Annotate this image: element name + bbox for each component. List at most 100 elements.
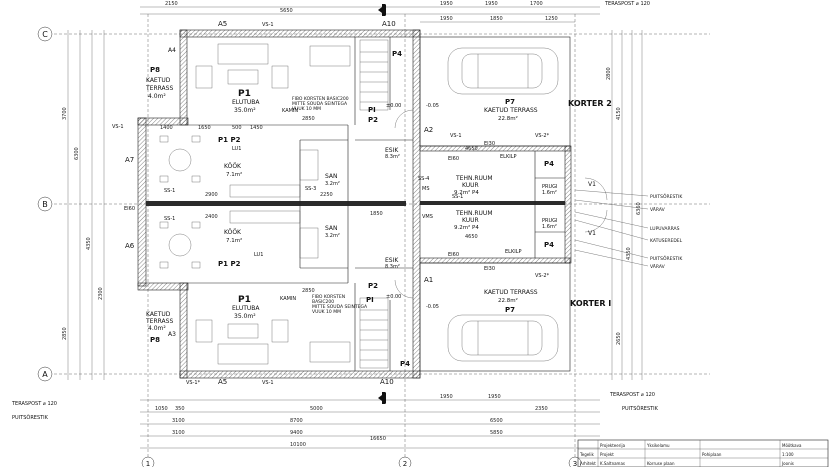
dimensions-left: 3700 6300 4350 2300 2850 xyxy=(62,30,105,380)
note-puitsorestik-mid: PUITSÕRESTIK xyxy=(650,255,683,262)
room-san-top-area: 3.2m² xyxy=(325,181,340,187)
room-elutuba-top-area: 35.0m² xyxy=(234,107,256,114)
room-p7-bot: P7 xyxy=(505,306,515,314)
tag-a5-top: A5 xyxy=(218,20,227,28)
room-kaetud-bl: KAETUD xyxy=(146,311,171,318)
tag-vs1s: VS-1* xyxy=(186,380,201,386)
tag-ms: MS xyxy=(422,186,430,192)
room-esik-bot: ESIK xyxy=(385,257,399,264)
note-fibo-bot-2: BASIC200 xyxy=(312,299,334,305)
dim-10100: 10100 xyxy=(290,442,306,448)
korter-2: KORTER 2 xyxy=(568,99,612,108)
tb-n1: K.Saltnamas xyxy=(600,461,625,466)
dimensions-right: 2800 4150 4350 6360 2650 xyxy=(606,30,643,380)
tag-pi-bot: PI xyxy=(366,296,374,304)
grid-axes xyxy=(54,14,710,460)
room-p1p2-top: P1 P2 xyxy=(218,136,241,144)
room-elutuba-top: ELUTUBA xyxy=(232,99,260,106)
room-kook-bot: KÖÖK xyxy=(224,229,242,236)
room-p8-bot: P8 xyxy=(150,336,160,344)
dim-3100: 3100 xyxy=(172,418,185,424)
dim-right-3: 4350 xyxy=(626,247,632,260)
dim-bot-2: 1650 xyxy=(198,125,211,131)
note-fibo-bot-4: VUUK 10 MM xyxy=(312,309,341,315)
room-san-bot: SAN xyxy=(325,225,338,232)
notes: FIBO KORSTEN BASIC200 MITTE SOUDA SEINTE… xyxy=(11,1,683,421)
dim-left-5: 2850 xyxy=(62,327,68,340)
room-kaetud-tl: KAETUD xyxy=(146,77,171,84)
tag-vs2-top: VS-2* xyxy=(535,133,550,139)
dim-2900: 2900 xyxy=(205,192,218,198)
note-puitsorestik-l: PUITSÕRESTIK xyxy=(12,414,49,421)
room-p4a: P4 xyxy=(544,160,554,168)
tag-ss4: SS-4 xyxy=(418,176,429,182)
note-puitsorestik-r: PUITSÕRESTIK xyxy=(650,193,683,200)
dim-bot-6: 1950 xyxy=(488,394,501,400)
tag-m005-bot: -0.05 xyxy=(426,304,439,310)
note-varav-1: VÄRAV xyxy=(650,206,666,213)
tag-lu1-top: LU1 xyxy=(232,146,241,152)
room-labels: P8 KAETUD TERRASS 4.0m² P1 ELUTUBA 35.0m… xyxy=(145,50,612,368)
tag-p2-top: P2 xyxy=(368,116,378,124)
tag-kamin-top: KAMIN xyxy=(282,108,298,114)
room-san-top: SAN xyxy=(325,173,338,180)
room-p7-top: P7 xyxy=(505,98,515,106)
room-terrass-bl: TERRASS xyxy=(145,318,173,325)
tag-m005-top: -0.05 xyxy=(426,103,439,109)
room-tehn-top: TEHN.RUUM xyxy=(455,175,493,182)
dim-bot-4: 1450 xyxy=(250,125,263,131)
room-kuur-top-area: 9.2m² P4 xyxy=(454,189,479,196)
tb-c1: Korruse plaan xyxy=(647,461,675,466)
axis-2-label: 2 xyxy=(403,460,407,467)
element-tags: A5 A10 A4 A7 A6 A3 A5 A10 A2 A1 VS-1 VS-… xyxy=(112,20,596,386)
room-kt-top-area: 22.8m² xyxy=(498,115,518,122)
room-kuur-bot-area: 9.2m² P4 xyxy=(454,224,479,231)
room-kt-top: KAETUD TERRASS xyxy=(484,107,538,114)
room-esik-top-area: 8.3m² xyxy=(385,154,400,160)
tag-a10-bot: A10 xyxy=(380,378,394,386)
tag-ss3: SS-3 xyxy=(305,186,316,192)
dim-3100b: 3100 xyxy=(172,430,185,436)
note-lupuvarras: LUPUVARRAS xyxy=(650,226,680,232)
note-fibo-top-2: MITTE SOUDA SEINTEGA xyxy=(292,101,348,107)
tb-h2: Projekt xyxy=(600,452,614,457)
axis-c-label: C xyxy=(42,30,48,39)
dim-top-3: 1950 xyxy=(440,1,453,7)
exterior-walls xyxy=(137,29,572,379)
tb-c4: 1:100 xyxy=(782,452,794,457)
tag-a6: A6 xyxy=(125,242,135,250)
tag-a5-bot: A5 xyxy=(218,378,227,386)
room-p4c: P4 xyxy=(400,360,410,368)
note-teraspost-bl: TERASPOST ⌀ 120 xyxy=(11,401,57,407)
dimensions-bottom: 1400 1650 500 1450 1950 1950 2350 8700 6… xyxy=(140,116,600,449)
tag-a4: A4 xyxy=(168,47,176,54)
room-kt-bot: KAETUD TERRASS xyxy=(484,289,538,296)
room-elutuba-bot-area: 35.0m² xyxy=(234,313,256,320)
room-kuur-top: KUUR xyxy=(462,182,479,189)
tb-n2: Yksikelamu xyxy=(646,443,670,448)
tag-a2: A2 xyxy=(424,126,433,134)
room-p1-bot: P1 xyxy=(238,295,251,305)
tag-ei60-left: EI60 xyxy=(124,206,135,212)
tag-ss1-kuur: SS-1 xyxy=(452,194,463,200)
dim-bot-7: 2350 xyxy=(535,406,548,412)
dim-5000: 5000 xyxy=(310,406,323,412)
dim-2850b: 2850 xyxy=(302,288,315,294)
room-p1-top: P1 xyxy=(238,89,251,99)
dim-right-2: 4150 xyxy=(616,107,622,120)
room-kt-bot-area: 22.8m² xyxy=(498,297,518,304)
room-p1p2-bot: P1 P2 xyxy=(218,260,241,268)
room-prugi-top-area: 1.6m² xyxy=(542,190,557,196)
axis-1-label: 1 xyxy=(146,460,150,467)
dim-top-7: 1850 xyxy=(490,16,503,22)
note-teraspost-top: TERASPOST ⌀ 120 xyxy=(604,1,650,7)
dim-6500: 6500 xyxy=(490,418,503,424)
room-san-bot-area: 3.2m² xyxy=(325,233,340,239)
tag-vs1-car-top: VS-1 xyxy=(450,133,462,139)
room-prugi-bot: PRUGI xyxy=(542,218,558,224)
note-puitsorestik-br: PUITSÕRESTIK xyxy=(622,405,659,412)
dim-1850: 1850 xyxy=(370,211,383,217)
stairs xyxy=(359,39,389,369)
tag-pi-top: PI xyxy=(368,106,376,114)
